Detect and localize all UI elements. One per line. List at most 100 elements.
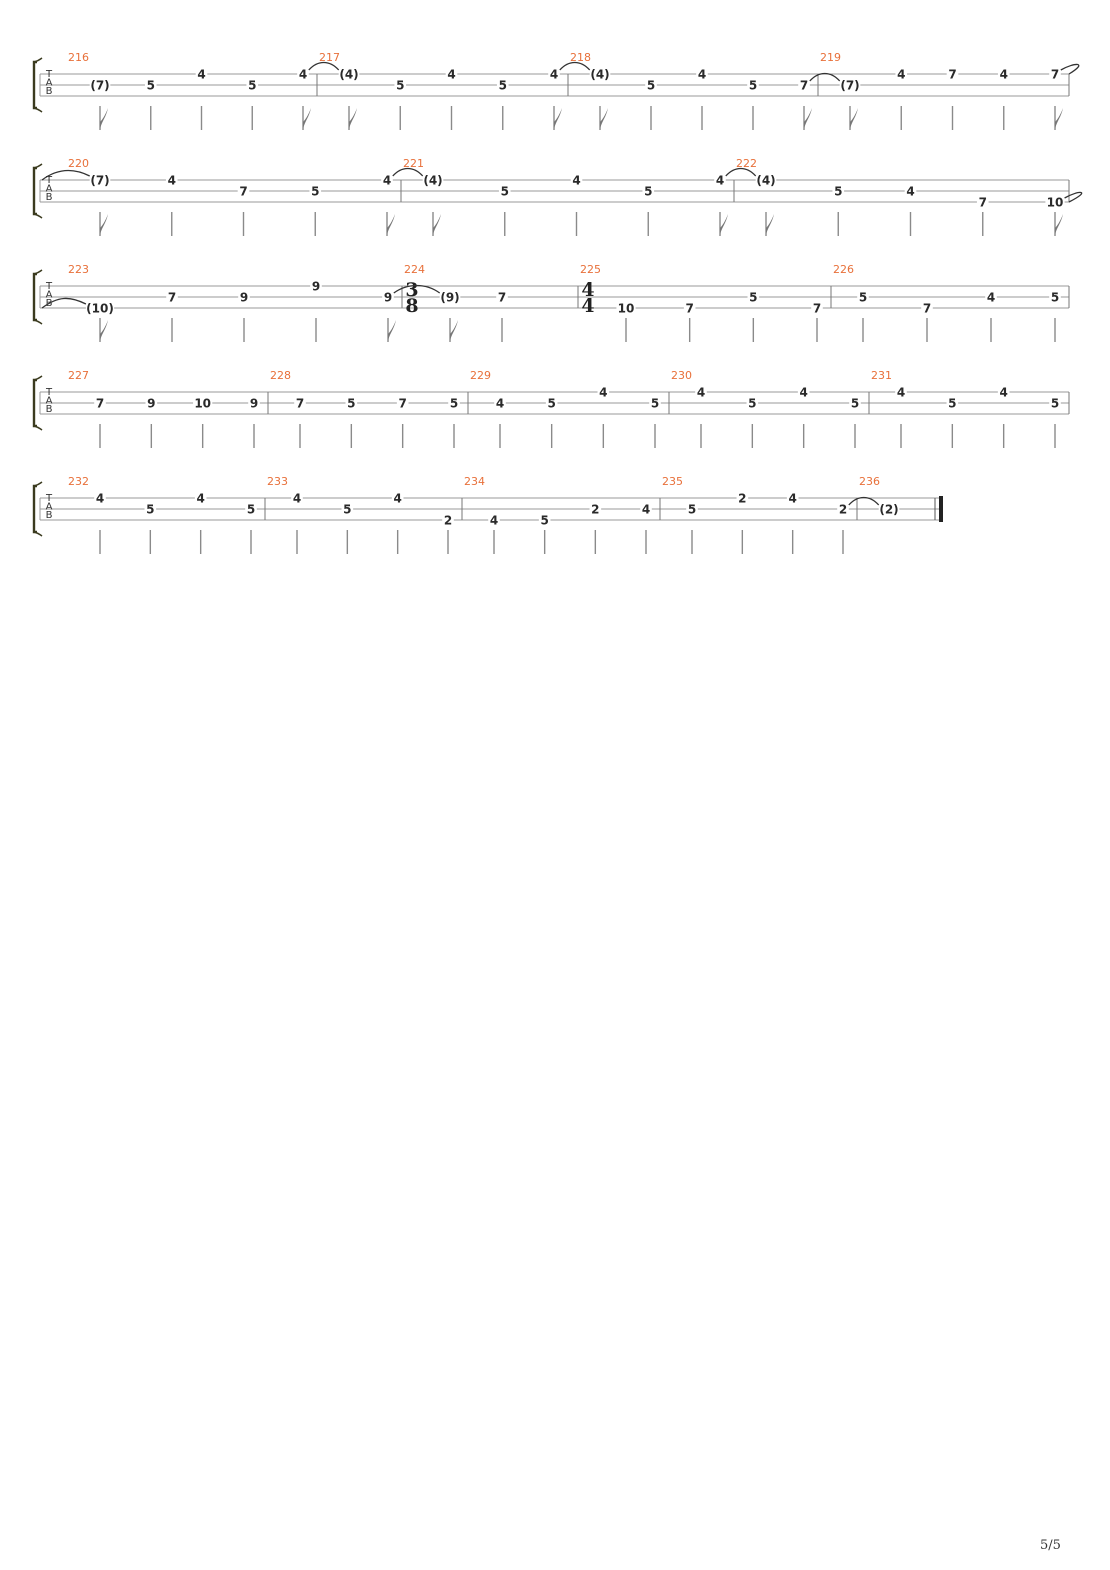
- measure-number: 225: [580, 263, 601, 276]
- fret-background: [786, 492, 799, 504]
- fret-number: 5: [647, 79, 655, 93]
- eighth-note-flag: [1055, 108, 1063, 130]
- fret-number: 4: [550, 68, 558, 82]
- fret-number: 10: [194, 397, 211, 411]
- fret-background: [94, 492, 106, 504]
- fret-number: 5: [450, 397, 458, 411]
- fret-background: [494, 397, 506, 409]
- fret-background: [747, 79, 759, 91]
- fret-number: 4: [897, 68, 905, 82]
- fret-number: 4: [299, 68, 307, 82]
- fret-background: [985, 291, 997, 303]
- fret-number: 9: [250, 397, 258, 411]
- fret-background: [165, 174, 178, 186]
- time-signature-numerator: 3: [405, 279, 418, 301]
- fret-background: [736, 492, 749, 504]
- system-bracket: [32, 272, 37, 322]
- fret-background: [394, 79, 407, 91]
- fret-number: 4: [788, 492, 796, 506]
- bracket-bottom-hook: [33, 319, 43, 325]
- fret-number: 5: [248, 79, 256, 93]
- fret-background: [839, 79, 861, 91]
- fret-number: 9: [240, 291, 248, 305]
- fret-background: [194, 492, 207, 504]
- fret-number: 4: [987, 291, 995, 305]
- fret-background: [1045, 196, 1065, 208]
- page-number: 5/5: [1040, 1538, 1061, 1553]
- tie-arc: [559, 61, 591, 71]
- fret-number: 5: [749, 291, 757, 305]
- fret-number: 4: [393, 492, 401, 506]
- fret-number: 4: [897, 386, 905, 400]
- fret-background: [849, 397, 861, 409]
- fret-background: [445, 68, 458, 80]
- fret-number: 7: [239, 185, 247, 199]
- bracket-bottom-hook: [33, 531, 43, 537]
- fret-number: 7: [398, 397, 406, 411]
- tie-arc: [848, 496, 880, 506]
- fret-background: [946, 68, 959, 80]
- fret-background: [746, 397, 759, 409]
- tie-arc-end: [41, 169, 90, 181]
- tab-clef-letter: A: [46, 502, 53, 513]
- eighth-note-flag: [387, 214, 395, 236]
- fret-number: 4: [1000, 68, 1008, 82]
- fret-number: 4: [799, 386, 807, 400]
- system-bracket: [32, 60, 37, 110]
- fret-background: [538, 514, 551, 526]
- measure-number: 233: [267, 475, 288, 488]
- fret-number: (2): [879, 503, 898, 517]
- fret-number: 5: [651, 397, 659, 411]
- fret-number: 5: [748, 397, 756, 411]
- fret-number: 7: [1051, 68, 1059, 82]
- fret-background: [442, 514, 454, 526]
- fret-background: [548, 68, 560, 80]
- fret-background: [714, 174, 726, 186]
- tab-clef-letter: A: [46, 290, 53, 301]
- fret-background: [695, 386, 707, 398]
- tie-arc: [809, 72, 841, 82]
- tab-clef-letter: B: [46, 510, 53, 521]
- fret-number: (4): [339, 68, 358, 82]
- fret-background: [797, 386, 810, 398]
- measure-number: 227: [68, 369, 89, 382]
- fret-number: (7): [90, 79, 109, 93]
- fret-background: [696, 68, 708, 80]
- fret-number: 2: [591, 503, 599, 517]
- eighth-note-flag: [100, 108, 108, 130]
- fret-background: [895, 386, 907, 398]
- fret-background: [345, 397, 358, 409]
- bracket-bottom-hook: [33, 425, 43, 431]
- fret-number: (4): [423, 174, 442, 188]
- fret-number: 5: [688, 503, 696, 517]
- fret-number: 5: [851, 397, 859, 411]
- fret-number: 2: [839, 503, 847, 517]
- measure-number: 222: [736, 157, 757, 170]
- fret-number: 4: [999, 386, 1007, 400]
- fret-number: 4: [293, 492, 301, 506]
- fret-background: [545, 397, 558, 409]
- fret-number: (7): [90, 174, 109, 188]
- fret-background: [1049, 68, 1061, 80]
- fret-number: 5: [859, 291, 867, 305]
- measure-number: 217: [319, 51, 340, 64]
- fret-background: [94, 397, 106, 409]
- fret-background: [878, 503, 900, 515]
- fret-background: [997, 68, 1010, 80]
- fret-background: [85, 302, 115, 314]
- tie-arc: [393, 284, 441, 294]
- eighth-note-flag: [450, 320, 458, 342]
- fret-background: [245, 503, 257, 515]
- fret-number: 5: [644, 185, 652, 199]
- fret-background: [309, 185, 322, 197]
- bracket-bottom-hook: [33, 213, 43, 219]
- fret-number: 4: [572, 174, 580, 188]
- fret-background: [645, 79, 657, 91]
- eighth-note-flag: [720, 214, 728, 236]
- fret-background: [144, 79, 157, 91]
- eighth-note-flag: [349, 108, 357, 130]
- fret-background: [686, 503, 698, 515]
- fret-background: [683, 302, 696, 314]
- fret-number: 4: [698, 68, 706, 82]
